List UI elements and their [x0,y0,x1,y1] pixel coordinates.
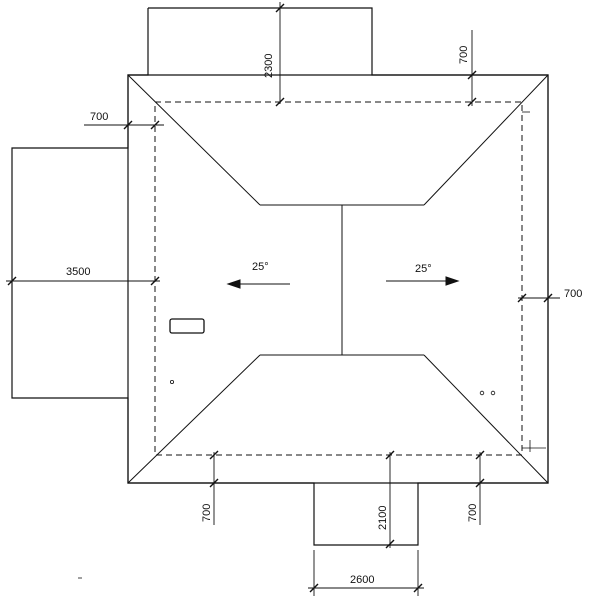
wall-line-dashed [154,101,523,456]
dim-bottom-width [308,550,424,596]
dim-label-left-extension: 3500 [66,266,90,278]
hip-lines [127,74,549,484]
dim-label-bottom-right-eave: 700 [467,504,479,522]
dim-left-extension [6,276,160,286]
dim-bottom-left-eave [209,450,219,525]
dim-label-top-extension: 2300 [263,54,275,78]
dim-label-top-right-eave: 700 [458,46,470,64]
vent-symbol-3 [490,390,496,396]
dim-top-right-eave [467,30,477,107]
dim-bottom-right-eave [475,450,485,525]
dim-label-bottom-left-eave: 700 [201,504,213,522]
dim-bottom-extension [385,450,395,549]
vent-symbol [169,379,174,384]
slope-arrow-left [226,279,290,289]
dim-label-left-eave: 700 [90,111,108,123]
dim-right-eave [517,293,560,303]
slope-arrow-right [386,276,460,286]
dim-label-bottom-extension: 2100 [377,506,389,530]
vent-symbol-2 [479,390,485,396]
dim-label-bottom-width: 2600 [350,574,374,586]
slope-label-right: 25° [415,263,432,275]
slope-label-left: 25° [252,261,269,273]
dim-label-right-eave: 700 [564,288,582,300]
dim-top-extension [275,2,285,107]
dim-left-eave [84,120,164,130]
skylight-symbol [169,318,205,334]
